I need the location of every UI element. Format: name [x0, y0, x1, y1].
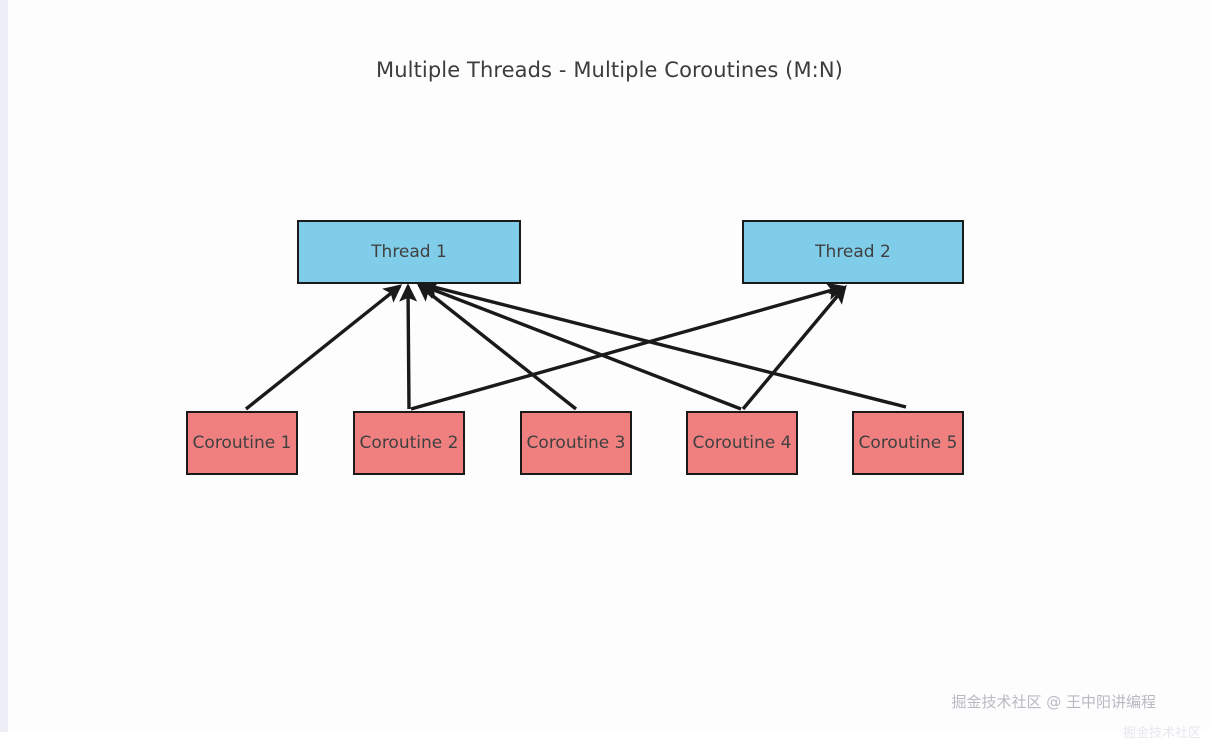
edge-coroutine4-to-thread2 [741, 284, 847, 411]
coroutine-node-coroutine3[interactable]: Coroutine 3 [520, 411, 632, 475]
coroutine-label: Coroutine 2 [359, 433, 459, 453]
thread-node-thread1[interactable]: Thread 1 [297, 220, 521, 284]
coroutine-node-coroutine4[interactable]: Coroutine 4 [686, 411, 798, 475]
left-edge-strip [0, 0, 8, 732]
thread-node-thread2[interactable]: Thread 2 [742, 220, 964, 284]
diagram-canvas: Multiple Threads - Multiple Coroutines (… [8, 0, 1211, 741]
edge-coroutine3-to-thread1 [416, 283, 578, 411]
connector-edges [244, 279, 907, 411]
coroutine-node-coroutine5[interactable]: Coroutine 5 [852, 411, 964, 475]
coroutine-label: Coroutine 4 [692, 433, 792, 453]
edge-coroutine5-to-thread1 [419, 279, 907, 409]
thread-label: Thread 2 [815, 242, 891, 262]
coroutine-label: Coroutine 5 [858, 433, 958, 453]
edge-layer [244, 279, 907, 411]
edge-coroutine1-to-thread1 [244, 284, 403, 411]
edge-coroutine2-to-thread1 [399, 283, 418, 410]
edge-coroutine2-to-thread2 [410, 282, 846, 411]
watermark-primary: 掘金技术社区 @ 王中阳讲编程 [951, 693, 1156, 711]
coroutine-node-coroutine1[interactable]: Coroutine 1 [186, 411, 298, 475]
page-title: Multiple Threads - Multiple Coroutines (… [376, 58, 843, 82]
coroutine-node-coroutine2[interactable]: Coroutine 2 [353, 411, 465, 475]
coroutine-label: Coroutine 3 [526, 433, 626, 453]
thread-label: Thread 1 [371, 242, 447, 262]
edge-coroutine4-to-thread1 [418, 282, 742, 411]
coroutine-label: Coroutine 1 [192, 433, 292, 453]
